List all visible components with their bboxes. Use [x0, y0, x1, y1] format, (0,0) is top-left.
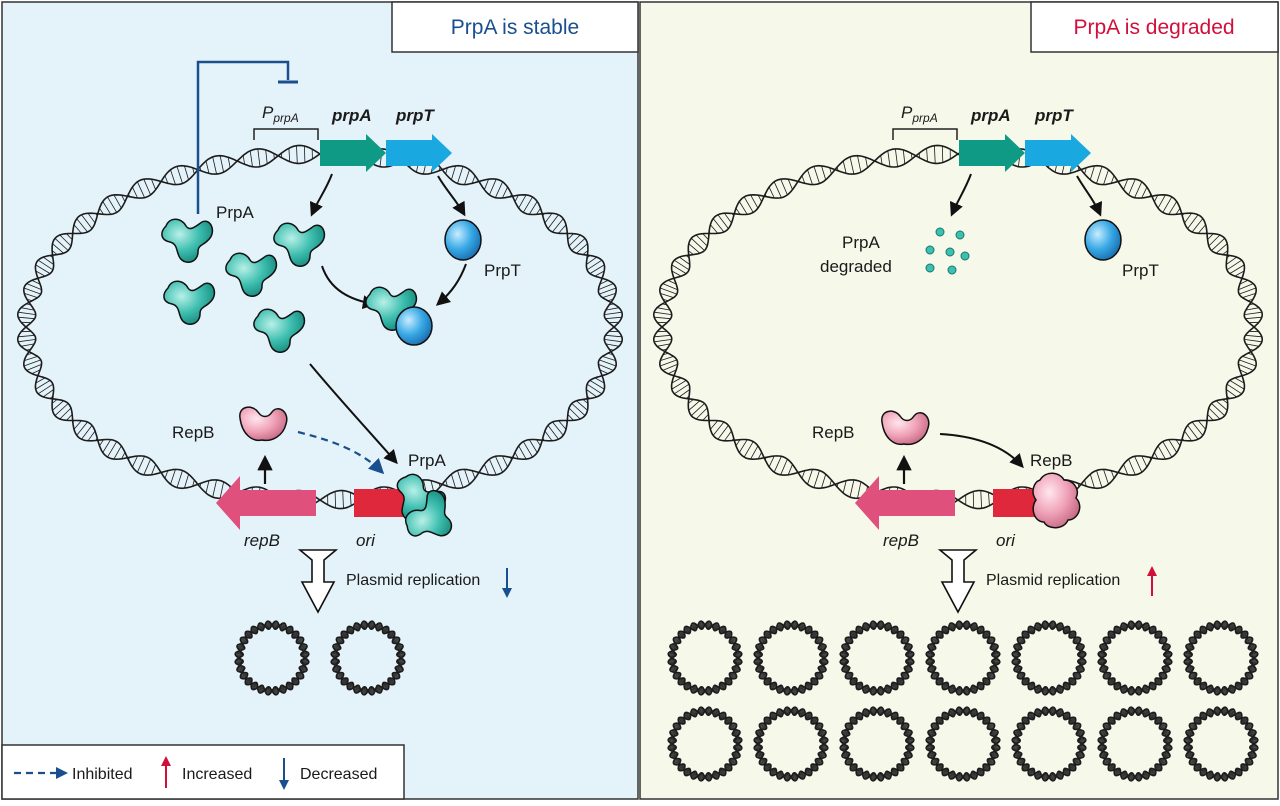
- left-ori: [354, 489, 408, 517]
- right-panel-title: PrpA is degraded: [1073, 16, 1234, 39]
- left-panel-background: [2, 2, 638, 799]
- right-prpA-degraded-label-line1: PrpA: [842, 233, 880, 252]
- right-repB-label: RepB: [812, 423, 855, 442]
- left-panel-title: PrpA is stable: [451, 16, 579, 39]
- right-repB-gene-label: repB: [883, 531, 919, 550]
- left-prpT-gene-label: prpT: [395, 106, 435, 125]
- legend-inhibited-label: Inhibited: [72, 766, 133, 783]
- right-repB-bound-label: RepB: [1030, 451, 1073, 470]
- left-prpA-bound-label: PrpA: [408, 451, 446, 470]
- left-prpT-protein: [445, 220, 481, 260]
- left-repB-gene-label: repB: [244, 531, 280, 550]
- left-panel: PrpA is stable PprpA prpA prpT PrpA PrpT: [2, 2, 638, 799]
- left-replication-label: Plasmid replication: [346, 572, 480, 589]
- left-prpA-prpT-complex-prpT: [396, 307, 432, 345]
- legend-increased-label: Increased: [182, 766, 252, 783]
- right-prpA-gene-label: prpA: [970, 106, 1011, 125]
- right-prpT-protein: [1085, 220, 1121, 260]
- right-prpA-degraded-label-line2: degraded: [820, 257, 892, 276]
- right-ori-label: ori: [996, 531, 1016, 550]
- right-panel-background: [640, 2, 1278, 799]
- right-prpT-gene-label: prpT: [1034, 106, 1074, 125]
- right-prpT-label: PrpT: [1122, 261, 1159, 280]
- right-replication-label: Plasmid replication: [986, 572, 1120, 589]
- right-panel: PrpA is degraded PprpA prpA prpT PrpA de…: [640, 2, 1278, 799]
- left-prpA-gene-label: prpA: [331, 106, 372, 125]
- left-prpA-label: PrpA: [216, 203, 254, 222]
- left-prpT-label: PrpT: [484, 261, 521, 280]
- legend-decreased-label: Decreased: [300, 766, 377, 783]
- left-ori-label: ori: [356, 531, 376, 550]
- left-repB-label: RepB: [172, 423, 215, 442]
